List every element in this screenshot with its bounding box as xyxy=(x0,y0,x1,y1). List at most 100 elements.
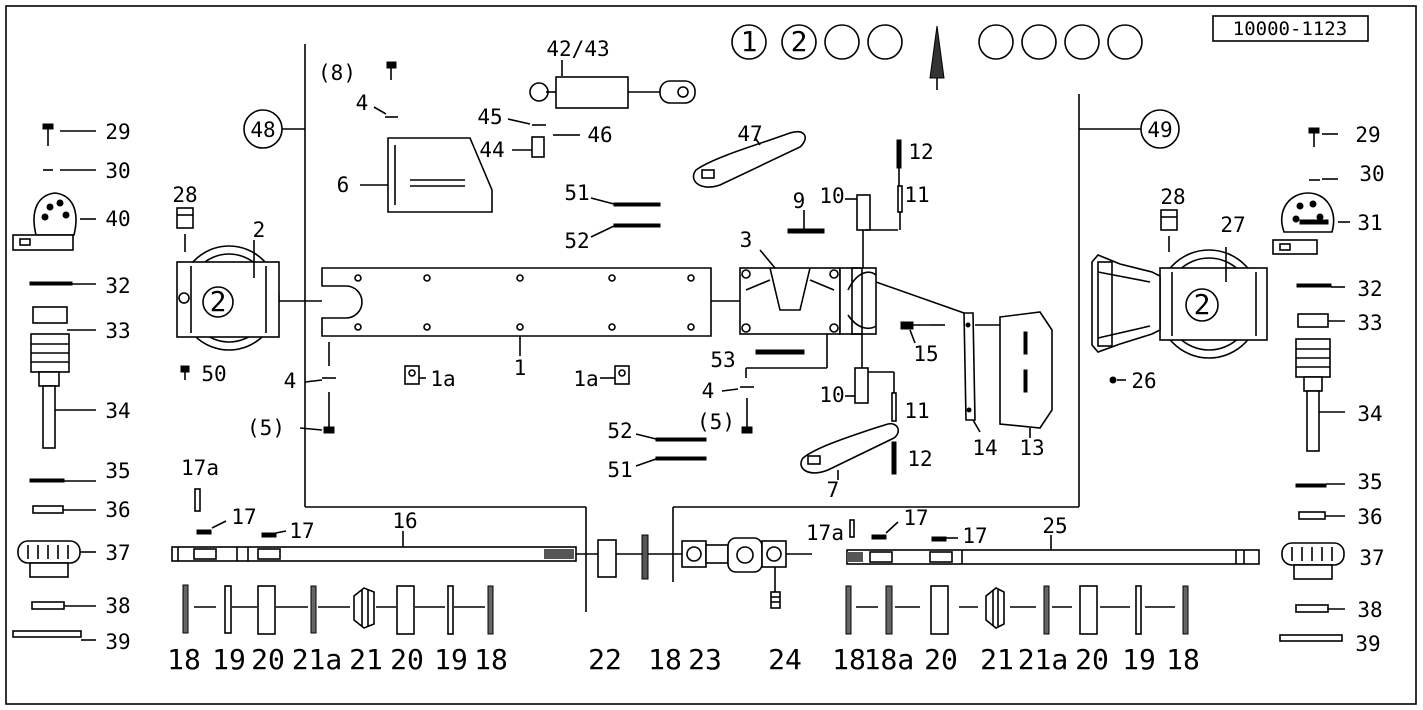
part-40-hinge-bracket: 40 xyxy=(12,192,131,251)
part-10-bushing-lower: 10 xyxy=(819,334,894,407)
svg-text:45: 45 xyxy=(477,105,502,129)
svg-text:38: 38 xyxy=(105,594,130,618)
direction-arrow-icon xyxy=(929,25,945,90)
part-4-washer-lower-left: 4 xyxy=(284,369,336,393)
part-32-ring-left: 32 xyxy=(29,274,131,298)
document-number: 10000-1123 xyxy=(1233,18,1347,40)
svg-text:3: 3 xyxy=(740,228,753,252)
svg-text:20: 20 xyxy=(924,643,958,676)
part-12-pin-lower: 12 xyxy=(891,441,933,475)
part-34-column-right: 34 xyxy=(1295,338,1383,452)
svg-text:46: 46 xyxy=(587,123,612,147)
part-52-shim-lower: 52 xyxy=(607,419,707,443)
svg-text:1a: 1a xyxy=(573,367,598,391)
svg-text:17a: 17a xyxy=(181,456,219,480)
part-17-key-left-2: 17 xyxy=(261,519,315,543)
svg-text:21a: 21a xyxy=(1018,643,1069,676)
marker-empty-3 xyxy=(824,24,860,60)
marker-empty-6 xyxy=(1021,24,1057,60)
svg-text:52: 52 xyxy=(607,419,632,443)
svg-text:21: 21 xyxy=(349,643,383,676)
part-1a-tab-right: 1a xyxy=(573,365,630,391)
part-44-pin: 44 xyxy=(479,136,545,162)
svg-text:51: 51 xyxy=(564,181,589,205)
assembly-49-boundary: 49 xyxy=(672,94,1180,582)
svg-text:19: 19 xyxy=(212,643,246,676)
part-53-shim: 53 xyxy=(710,334,828,378)
part-38-washer-left: 38 xyxy=(31,594,131,618)
svg-text:7: 7 xyxy=(827,478,840,502)
part-9-pin: 9 xyxy=(787,189,825,234)
part-28-cap-right: 28 xyxy=(1160,185,1186,252)
part-28-cap-left: 28 xyxy=(172,183,198,252)
part-51-shim-lower: 51 xyxy=(607,456,707,482)
part-17-key-right-2: 17 xyxy=(931,524,988,548)
part-24-set-screw xyxy=(770,567,781,609)
marker-empty-4 xyxy=(867,24,903,60)
part-33-spacer-left: 33 xyxy=(32,306,131,343)
svg-text:18: 18 xyxy=(648,643,682,676)
part-47-lever: 47 xyxy=(692,122,806,188)
part-38-washer-right: 38 xyxy=(1295,598,1383,622)
svg-text:11: 11 xyxy=(904,399,929,423)
svg-text:33: 33 xyxy=(105,319,130,343)
svg-text:1: 1 xyxy=(514,356,527,380)
svg-text:22: 22 xyxy=(588,643,622,676)
part-23-universal-joint xyxy=(681,537,812,573)
part-17-key-left-1: 17 xyxy=(196,505,257,535)
part-14-plate: 14 xyxy=(875,281,1000,460)
svg-text:47: 47 xyxy=(737,122,762,146)
svg-text:1a: 1a xyxy=(430,367,455,391)
svg-text:51: 51 xyxy=(607,458,632,482)
svg-text:37: 37 xyxy=(105,541,130,565)
svg-text:35: 35 xyxy=(105,459,130,483)
part-11-sleeve-lower: 11 xyxy=(891,372,930,423)
svg-text:17: 17 xyxy=(962,524,987,548)
svg-text:39: 39 xyxy=(1355,632,1380,656)
svg-text:18: 18 xyxy=(167,643,201,676)
part-37-caster-housing-right: 37 xyxy=(1281,542,1385,580)
svg-text:29: 29 xyxy=(1355,123,1380,147)
svg-text:(5): (5) xyxy=(247,416,285,440)
part-33-spacer-right: 33 xyxy=(1297,311,1383,335)
part-39-base-plate-left: 39 xyxy=(12,630,131,654)
marker-empty-8 xyxy=(1107,24,1143,60)
part-26-fork-frame: 26 xyxy=(1091,254,1161,393)
svg-text:4: 4 xyxy=(284,369,297,393)
svg-text:34: 34 xyxy=(1357,402,1382,426)
part-29-screw-right: 29 xyxy=(1308,123,1381,147)
caster-plate-marker-right: 2 xyxy=(1194,288,1211,321)
svg-text:10: 10 xyxy=(819,184,844,208)
part-8-screw: (8) xyxy=(318,61,397,85)
part-25-axle-right: 25 xyxy=(846,514,1260,565)
part-36-washer-right: 36 xyxy=(1298,505,1383,529)
part-7-lever: 7 xyxy=(800,422,900,502)
svg-text:14: 14 xyxy=(972,436,997,460)
part-18-spacer-center xyxy=(641,534,682,580)
svg-text:26: 26 xyxy=(1131,369,1156,393)
svg-text:17: 17 xyxy=(231,505,256,529)
part-22-coupling-sleeve xyxy=(597,539,642,578)
svg-text:17a: 17a xyxy=(806,521,844,545)
part-35-ring-right: 35 xyxy=(1295,470,1383,494)
svg-text:4: 4 xyxy=(702,379,715,403)
assembly-48-boundary: 48 xyxy=(243,44,587,612)
svg-text:16: 16 xyxy=(392,509,417,533)
svg-text:(8): (8) xyxy=(318,61,356,85)
part-51-shim-upper: 51 xyxy=(564,181,661,207)
part-45-washer: 45 xyxy=(477,105,546,129)
part-1-main-plate: 1 xyxy=(321,267,712,380)
svg-text:23: 23 xyxy=(688,643,722,676)
svg-text:18a: 18a xyxy=(864,643,915,676)
svg-text:6: 6 xyxy=(337,173,350,197)
sheet-border xyxy=(5,5,1417,705)
svg-text:52: 52 xyxy=(564,229,589,253)
part-30-washer-left: 30 xyxy=(43,159,131,183)
part-15-screw: 15 xyxy=(900,321,945,366)
part-11-sleeve-upper: 11 xyxy=(865,183,930,231)
svg-text:21: 21 xyxy=(980,643,1014,676)
svg-text:9: 9 xyxy=(793,189,806,213)
svg-text:36: 36 xyxy=(1357,505,1382,529)
part-1a-tab-left: 1a xyxy=(404,365,456,391)
